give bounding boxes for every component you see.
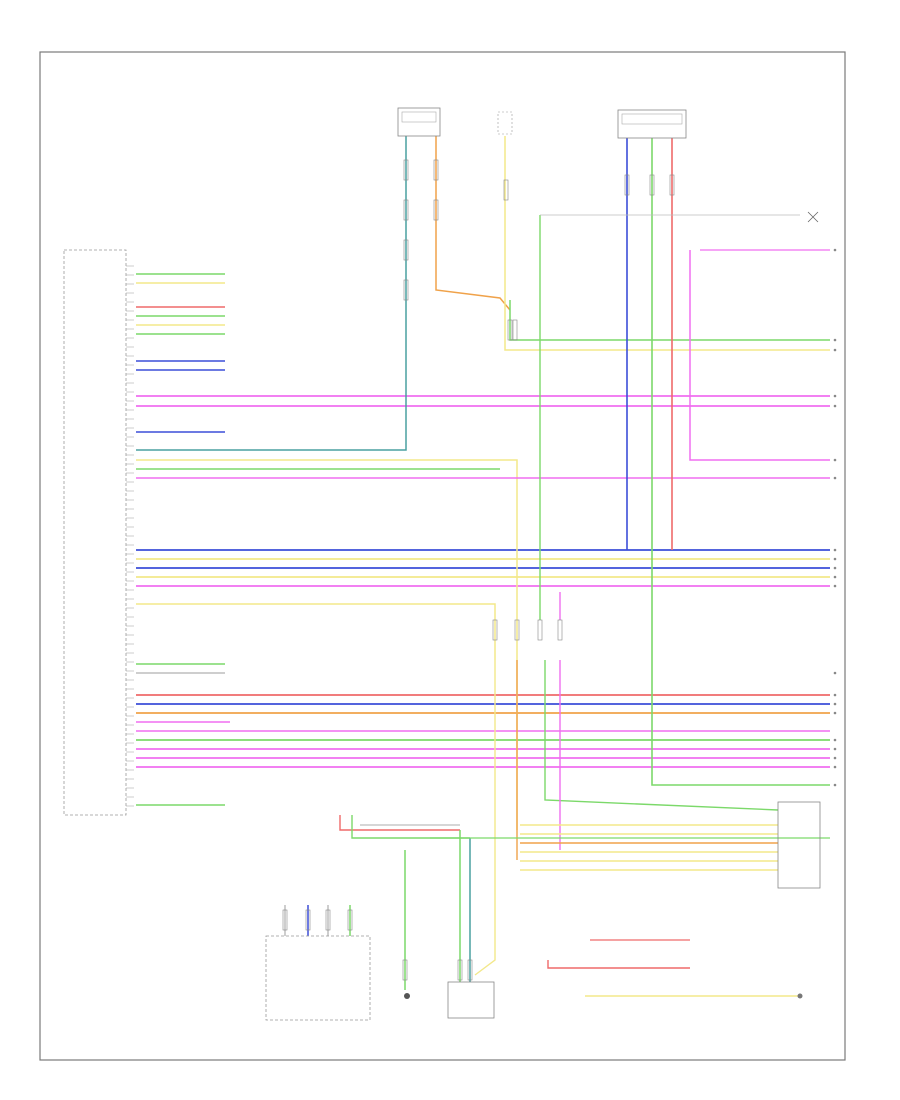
connector-pin bbox=[514, 619, 520, 641]
top-right-connector bbox=[621, 113, 683, 125]
top-right-splice bbox=[807, 211, 819, 223]
wire-terminal bbox=[833, 548, 837, 552]
wire-terminal bbox=[833, 458, 837, 462]
wire-terminal bbox=[833, 783, 837, 787]
connector-pin bbox=[325, 909, 331, 931]
connector-pin bbox=[624, 174, 630, 196]
wire-terminal bbox=[833, 756, 837, 760]
harness-wire bbox=[474, 660, 496, 976]
wire-terminal bbox=[833, 248, 837, 252]
wire-terminal bbox=[833, 693, 837, 697]
wire-terminal bbox=[833, 476, 837, 480]
harness-wire bbox=[651, 138, 830, 786]
wire-terminal bbox=[833, 711, 837, 715]
connector-pin bbox=[669, 174, 675, 196]
wire-terminal bbox=[833, 566, 837, 570]
wire-terminal bbox=[833, 747, 837, 751]
harness-wire bbox=[435, 136, 511, 311]
connector-pin bbox=[512, 319, 518, 341]
top-center-module-box bbox=[397, 107, 441, 137]
harness-wire bbox=[136, 459, 518, 830]
connector-pin bbox=[467, 959, 473, 981]
top-center-connector bbox=[401, 111, 437, 123]
wire-terminal bbox=[833, 765, 837, 769]
harness-wire bbox=[547, 960, 690, 969]
diagram-frame bbox=[39, 51, 846, 1061]
connector-pin bbox=[403, 159, 409, 181]
wire-terminal bbox=[833, 575, 837, 579]
connector-pin bbox=[557, 619, 563, 641]
connector-pin bbox=[537, 619, 543, 641]
connector-pin bbox=[433, 199, 439, 221]
connector-pin bbox=[503, 179, 509, 201]
wire-terminal bbox=[833, 557, 837, 561]
harness-wire bbox=[504, 136, 830, 351]
wire-terminal bbox=[833, 404, 837, 408]
connector-pin bbox=[282, 909, 288, 931]
left-module-pins bbox=[126, 265, 134, 807]
connector-pin bbox=[403, 199, 409, 221]
right-module-box bbox=[777, 801, 821, 889]
connector-pin bbox=[403, 279, 409, 301]
harness-wire bbox=[509, 300, 830, 341]
ground-symbol bbox=[404, 993, 410, 999]
harness-wire bbox=[136, 136, 407, 451]
harness-wire bbox=[339, 815, 460, 831]
connector-pin bbox=[457, 959, 463, 981]
wire-group bbox=[136, 136, 837, 997]
top-sensor-box bbox=[497, 111, 513, 135]
connector-pin bbox=[402, 959, 408, 981]
connector-pin bbox=[305, 909, 311, 931]
bottom-left-module-box bbox=[265, 935, 371, 1021]
wire-terminal bbox=[833, 702, 837, 706]
connector-pin bbox=[507, 319, 513, 341]
left-module-box bbox=[63, 249, 127, 816]
connector-pin bbox=[649, 174, 655, 196]
harness-wire bbox=[689, 250, 830, 461]
harness-wire bbox=[544, 660, 779, 811]
wire-terminal bbox=[833, 338, 837, 342]
connector-pin bbox=[492, 619, 498, 641]
wire-terminal bbox=[833, 671, 837, 675]
wire-terminal bbox=[833, 738, 837, 742]
harness-wire bbox=[136, 603, 496, 660]
top-right-module-box bbox=[617, 109, 687, 139]
bottom-right-splice bbox=[797, 993, 803, 999]
wire-terminal bbox=[833, 584, 837, 588]
harness-wire bbox=[351, 815, 470, 839]
wire-terminal bbox=[833, 348, 837, 352]
connector-pin bbox=[347, 909, 353, 931]
wire-terminal bbox=[833, 394, 837, 398]
bottom-center-connector bbox=[447, 981, 495, 1019]
connector-pin bbox=[403, 239, 409, 261]
connector-pin bbox=[433, 159, 439, 181]
